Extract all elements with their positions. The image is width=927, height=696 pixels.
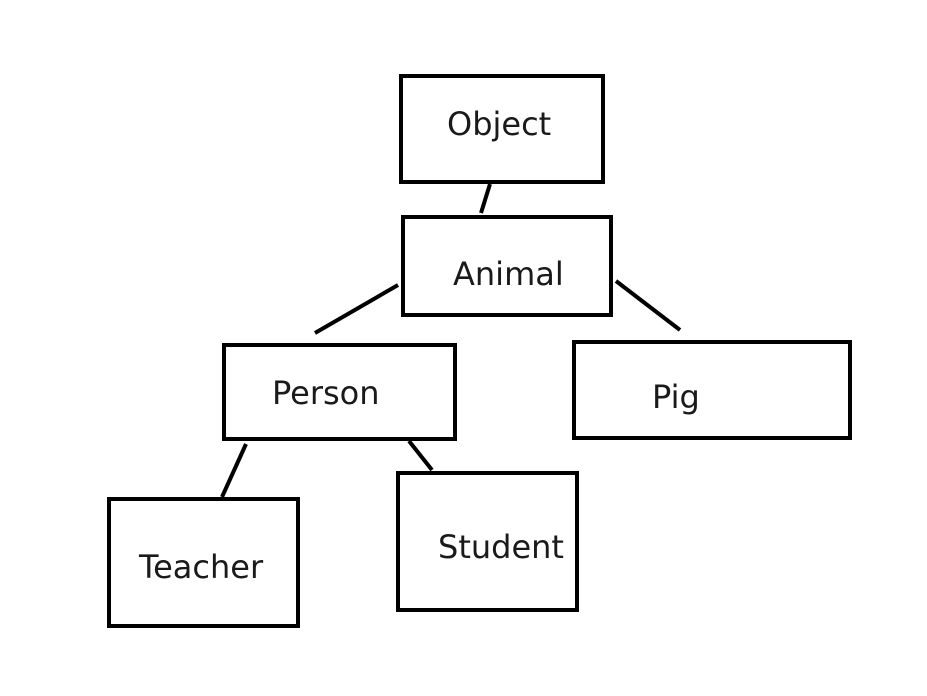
node-animal: Animal <box>401 215 613 317</box>
node-person-label: Person <box>272 374 380 412</box>
node-student-label: Student <box>438 528 564 566</box>
edge-animal-person <box>313 283 400 335</box>
node-student-box <box>396 471 579 612</box>
node-student: Student <box>396 471 579 612</box>
node-pig: Pig <box>572 340 852 440</box>
node-object: Object <box>399 74 605 184</box>
node-teacher-box <box>107 497 300 628</box>
edge-animal-pig <box>614 279 682 332</box>
node-animal-label: Animal <box>453 255 564 293</box>
node-teacher-label: Teacher <box>138 548 264 586</box>
node-animal-box <box>401 215 613 317</box>
node-object-label: Object <box>447 105 551 143</box>
node-pig-box <box>572 340 852 440</box>
node-pig-label: Pig <box>652 378 700 416</box>
node-person: Person <box>222 343 457 441</box>
node-teacher: Teacher <box>107 497 300 628</box>
node-object-box <box>399 74 605 184</box>
edge-person-teacher <box>220 443 248 498</box>
edge-person-student <box>407 439 434 472</box>
node-person-box <box>222 343 457 441</box>
edge-object-animal <box>479 183 492 214</box>
